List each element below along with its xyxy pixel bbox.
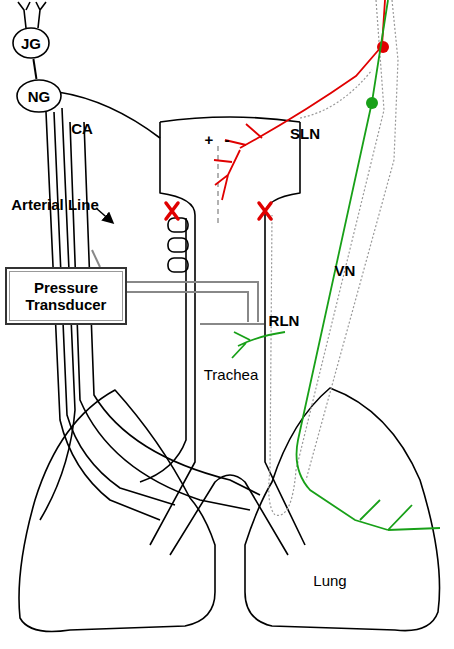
nerve-label: SLN — [290, 125, 320, 142]
artery-label: CA — [71, 120, 93, 137]
ganglion: NG — [16, 79, 62, 113]
ganglion: JG — [12, 27, 50, 59]
nerve-label: VN — [335, 262, 356, 279]
node-text: JG — [21, 35, 41, 52]
instrument-box: Pressure Transducer — [5, 267, 127, 325]
node-text: Pressure Transducer — [7, 279, 125, 313]
polarity-sign: + — [205, 131, 214, 148]
organ-label: Trachea — [204, 366, 258, 383]
nerve-label: RLN — [269, 312, 300, 329]
polarity-sign: - — [225, 131, 230, 148]
organ-label: Lung — [313, 572, 346, 589]
line-label: Arterial Line — [11, 196, 99, 213]
nerve-connector — [33, 59, 36, 79]
node-text: NG — [28, 88, 51, 105]
